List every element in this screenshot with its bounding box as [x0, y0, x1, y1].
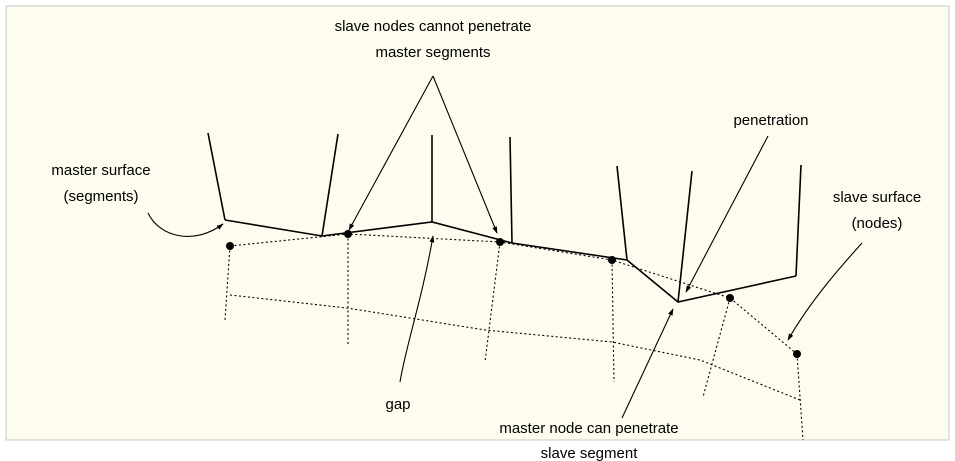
slave-node	[793, 350, 801, 358]
slave-node	[726, 294, 734, 302]
slave-element-edge	[796, 353, 804, 441]
master-surface	[207, 132, 802, 303]
master-element-edge	[677, 170, 693, 303]
label-penetration: penetration	[733, 112, 808, 129]
slave-mesh-line	[229, 294, 801, 401]
label-slave-nodes-cannot-line2: master segments	[375, 44, 490, 61]
master-element-edge	[207, 132, 226, 221]
slave-node	[344, 230, 352, 238]
label-master-surface-line2: (segments)	[63, 188, 138, 205]
slave-surface	[224, 233, 804, 441]
slave-node	[496, 238, 504, 246]
leader-arrows	[147, 75, 863, 419]
label-slave-surface-line1: slave surface	[833, 189, 921, 206]
label-gap: gap	[385, 396, 410, 413]
slave-element-edge	[224, 245, 231, 321]
arrow-cannot-left	[348, 75, 434, 231]
slave-nodes	[226, 230, 801, 358]
slave-node	[608, 256, 616, 264]
label-slave-nodes-cannot-line1: slave nodes cannot penetrate	[335, 18, 532, 35]
master-element-edge	[509, 136, 513, 244]
arrow-master-node-can	[621, 308, 674, 419]
arrow-penetration	[685, 135, 769, 293]
arrow-gap	[399, 235, 435, 383]
slave-surface-line	[229, 233, 798, 355]
slave-node	[226, 242, 234, 250]
label-master-node-can-line1: master node can penetrate	[499, 420, 678, 437]
arrow-master-surface	[147, 212, 224, 237]
arrow-slave-surface	[787, 242, 863, 341]
master-element-edge	[321, 133, 339, 237]
label-slave-surface-line2: (nodes)	[852, 215, 903, 232]
label-master-node-can-line2: slave segment	[541, 445, 639, 461]
diagram-background	[5, 5, 950, 441]
label-master-surface-line1: master surface	[51, 162, 150, 179]
master-element-edge	[616, 165, 628, 261]
master-element-edge	[795, 164, 802, 277]
slave-element-edge	[484, 241, 501, 363]
arrow-cannot-right	[432, 75, 498, 234]
slave-element-edge	[702, 297, 731, 398]
labels: slave nodes cannot penetrate master segm…	[51, 18, 921, 461]
